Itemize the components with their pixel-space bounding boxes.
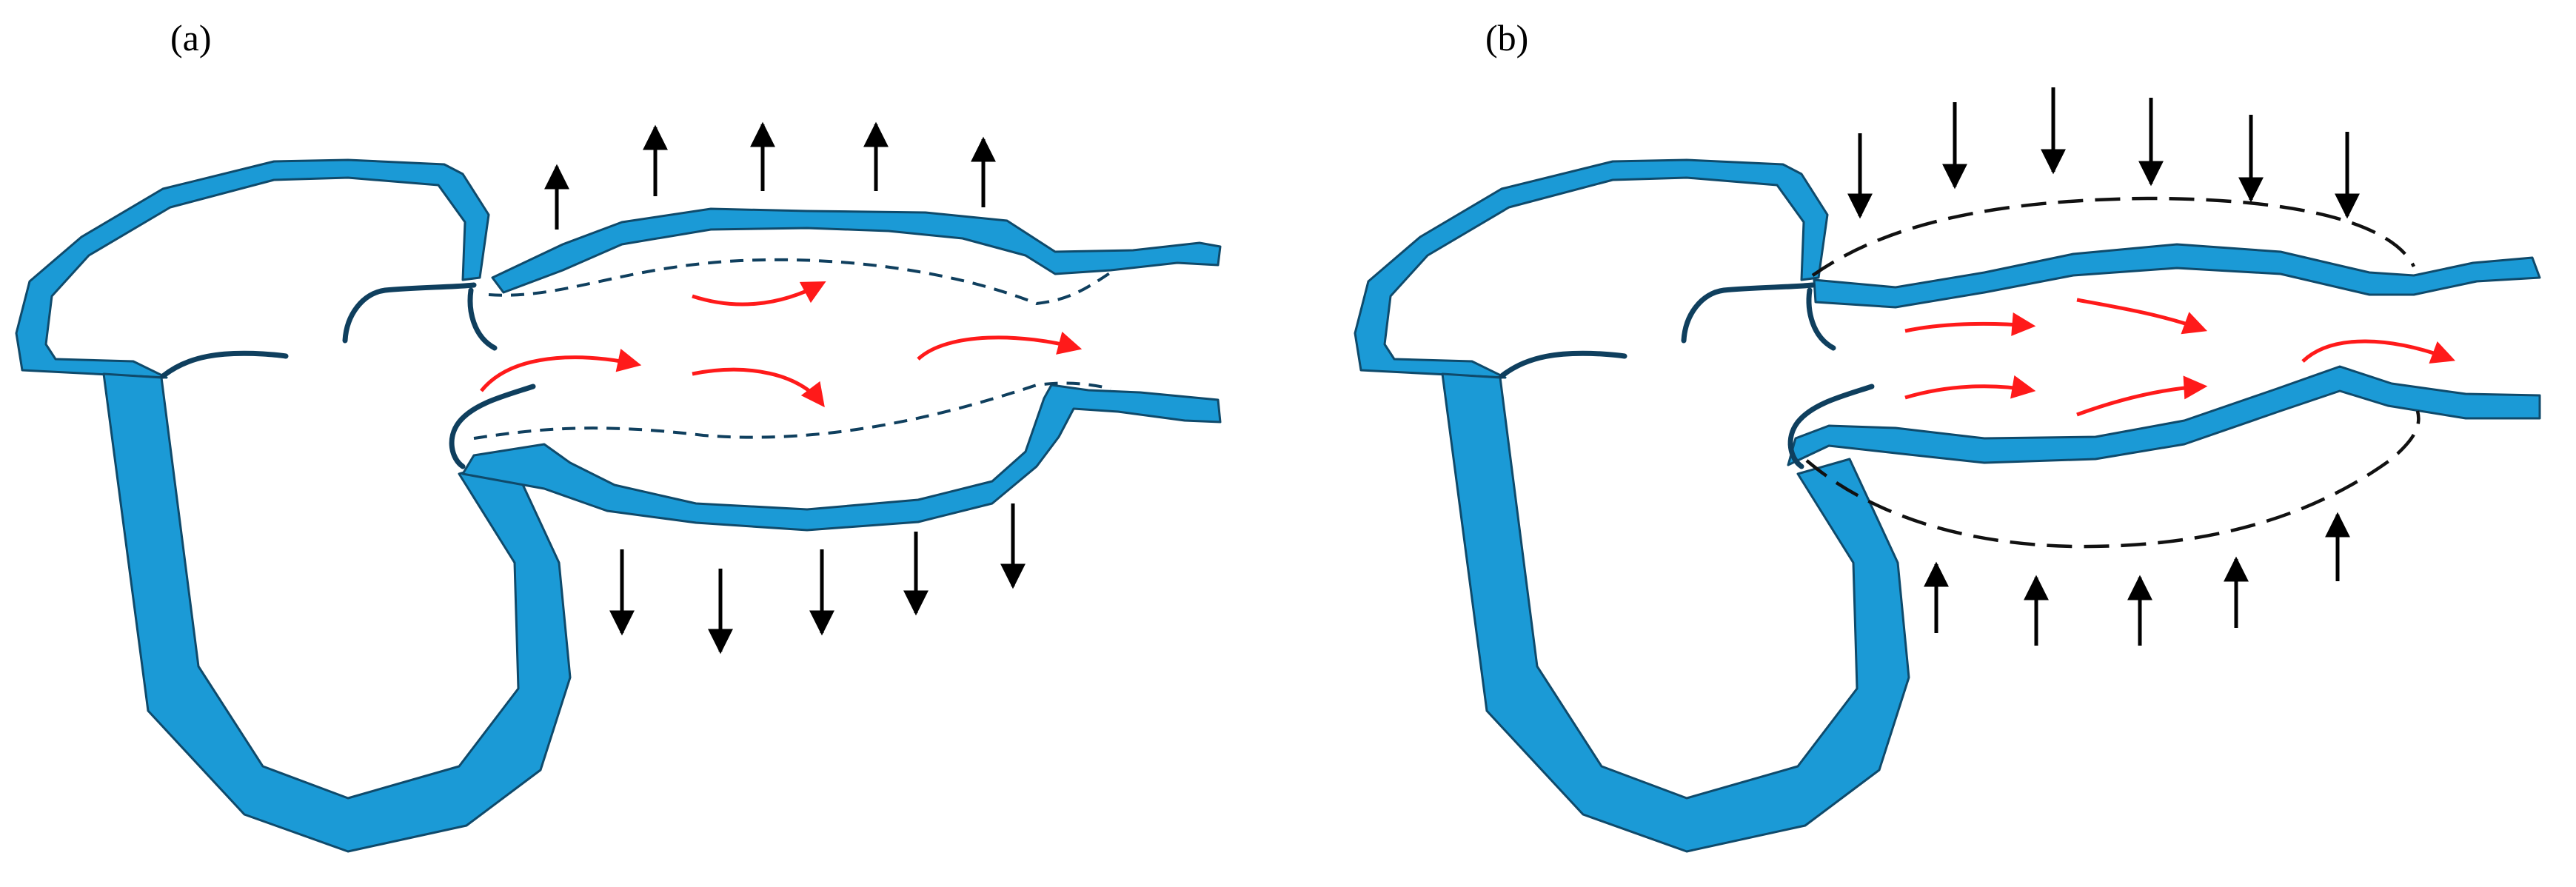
flow-arrow <box>2301 339 2455 364</box>
flow-arrow <box>1904 375 2036 400</box>
aorta-wall-a <box>461 207 1222 532</box>
flow-arrow <box>917 331 1083 361</box>
inner-dashed-contour-a <box>473 258 1112 440</box>
panel-a: (a) <box>15 17 1222 853</box>
ventricle-wall-a <box>15 158 572 853</box>
flow-arrow <box>2076 375 2208 417</box>
force-arrows-a <box>544 121 1026 655</box>
flow-arrow <box>2076 298 2208 335</box>
force-arrows-b <box>1847 87 2360 646</box>
flow-arrows-b <box>1904 298 2455 417</box>
ventricle-wall-b <box>1354 158 1910 853</box>
valve-leaflets-b <box>1499 282 1875 469</box>
flow-arrow <box>692 367 825 408</box>
flow-arrows-a <box>480 281 1083 408</box>
flow-arrow <box>1904 312 2036 336</box>
aorta-wall-b <box>1787 243 2541 466</box>
flow-arrow <box>692 281 826 307</box>
flow-arrow <box>480 349 642 392</box>
panel-b: (b) <box>1354 17 2541 853</box>
panel-label-b: (b) <box>1485 17 1528 58</box>
outer-dashed-contour-b <box>1805 196 2421 549</box>
valve-leaflets-a <box>160 282 536 469</box>
panel-label-a: (a) <box>170 17 212 58</box>
